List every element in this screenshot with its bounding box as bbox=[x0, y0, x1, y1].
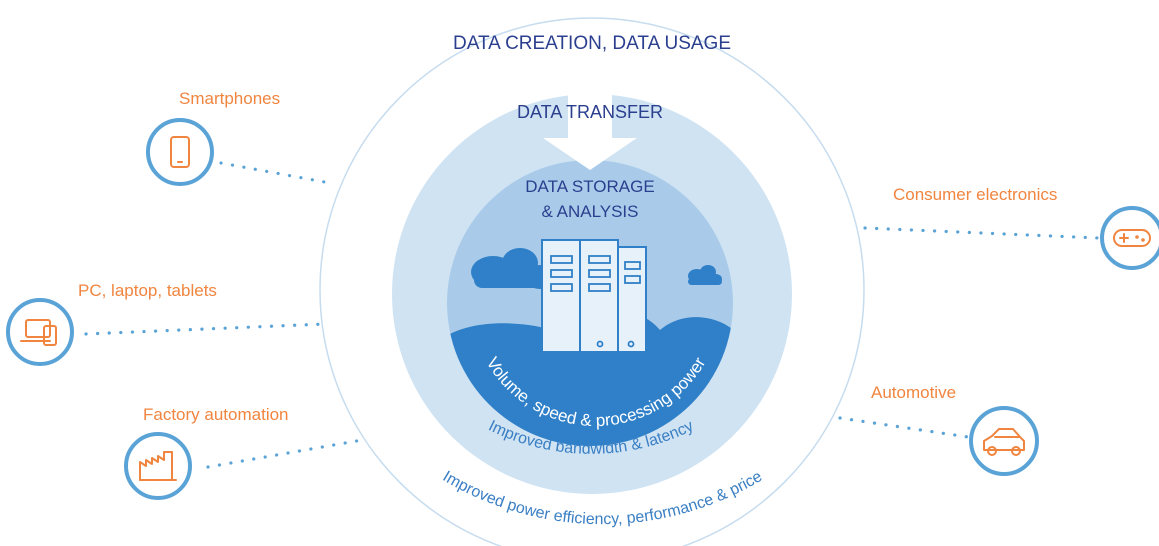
processing-power-band bbox=[447, 307, 733, 446]
consumer-connector bbox=[863, 226, 1100, 240]
smartphones-icon-ring bbox=[146, 118, 214, 186]
factory-device: Factory automation bbox=[124, 405, 289, 500]
pc-label: PC, laptop, tablets bbox=[78, 281, 217, 300]
gamepad-icon bbox=[1113, 229, 1151, 247]
laptop-tablet-icon bbox=[20, 319, 57, 346]
data-transfer-title: DATA TRANSFER bbox=[517, 102, 663, 122]
data-transfer-arrow-icon bbox=[543, 56, 637, 170]
consumer-device: Consumer electronics bbox=[893, 185, 1159, 270]
factory-label: Factory automation bbox=[143, 405, 289, 424]
automotive-icon-ring bbox=[969, 406, 1039, 476]
pc-icon-ring bbox=[6, 298, 74, 366]
server-rack-icon bbox=[541, 239, 647, 353]
factory-icon bbox=[139, 451, 177, 481]
car-icon bbox=[983, 428, 1025, 456]
factory-icon-ring bbox=[124, 432, 192, 500]
smartphones-connector bbox=[219, 161, 332, 185]
outer-layer-title: DATA CREATION, DATA USAGE bbox=[453, 33, 731, 54]
smartphones-device: Smartphones bbox=[146, 89, 280, 186]
data-storage-title-line1: DATA STORAGE bbox=[525, 177, 654, 196]
automotive-device: Automotive bbox=[871, 383, 1039, 476]
data-storage-title-line2: & ANALYSIS bbox=[541, 202, 638, 221]
automotive-label: Automotive bbox=[871, 383, 956, 402]
small-cloud-icon bbox=[688, 265, 722, 285]
consumer-icon-ring bbox=[1100, 206, 1159, 270]
automotive-connector bbox=[838, 416, 970, 439]
factory-connector bbox=[206, 438, 364, 469]
consumer-label: Consumer electronics bbox=[893, 185, 1057, 204]
smartphone-icon bbox=[170, 136, 190, 168]
pc-connector bbox=[84, 322, 327, 336]
smartphones-label: Smartphones bbox=[179, 89, 280, 108]
pc-device: PC, laptop, tablets bbox=[6, 281, 217, 366]
